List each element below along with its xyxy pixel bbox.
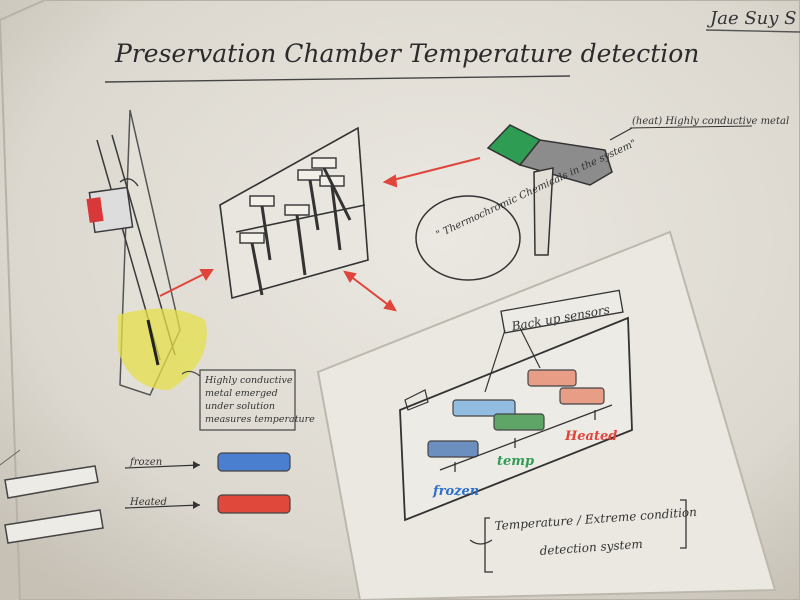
- label-metal-1: Highly conductive: [204, 375, 293, 386]
- label-metal-3: under solution: [205, 401, 275, 412]
- probe-red-indicator: [86, 197, 104, 223]
- legend-red-bar: [217, 494, 291, 514]
- legend-frozen-label: frozen: [129, 457, 162, 468]
- red-arrow-icon: [159, 157, 481, 312]
- legend-blue-bar: [217, 452, 291, 472]
- sensor-pins: [239, 157, 352, 296]
- solution-yellow-area: [118, 308, 207, 390]
- author-signature: Jae Suy S: [706, 8, 796, 29]
- label-metal-4: measures temperature: [205, 414, 315, 425]
- label-highly-conductive-metal: (heat) Highly conductive metal: [632, 116, 789, 127]
- page-title: Preservation Chamber Temperature detecti…: [114, 39, 699, 68]
- sensor-green: [493, 413, 545, 431]
- title-underline: [104, 75, 571, 83]
- backup-sensors-callout: [500, 289, 624, 334]
- sensor-pale-blue: [452, 399, 516, 417]
- sensor-pale-salmon: [527, 369, 577, 387]
- status-temp: temp: [497, 454, 534, 469]
- sensor-salmon: [559, 387, 605, 405]
- status-frozen: frozen: [432, 484, 479, 499]
- sensor-blue: [427, 440, 479, 458]
- thermochromic-oval: [415, 195, 521, 281]
- t-sensor-sketch: [486, 124, 613, 256]
- legend-outline-bars: [4, 465, 104, 544]
- legend-heated-label: Heated: [129, 497, 167, 508]
- status-heated: Heated: [564, 429, 617, 444]
- label-metal-2: metal emerged: [205, 388, 278, 399]
